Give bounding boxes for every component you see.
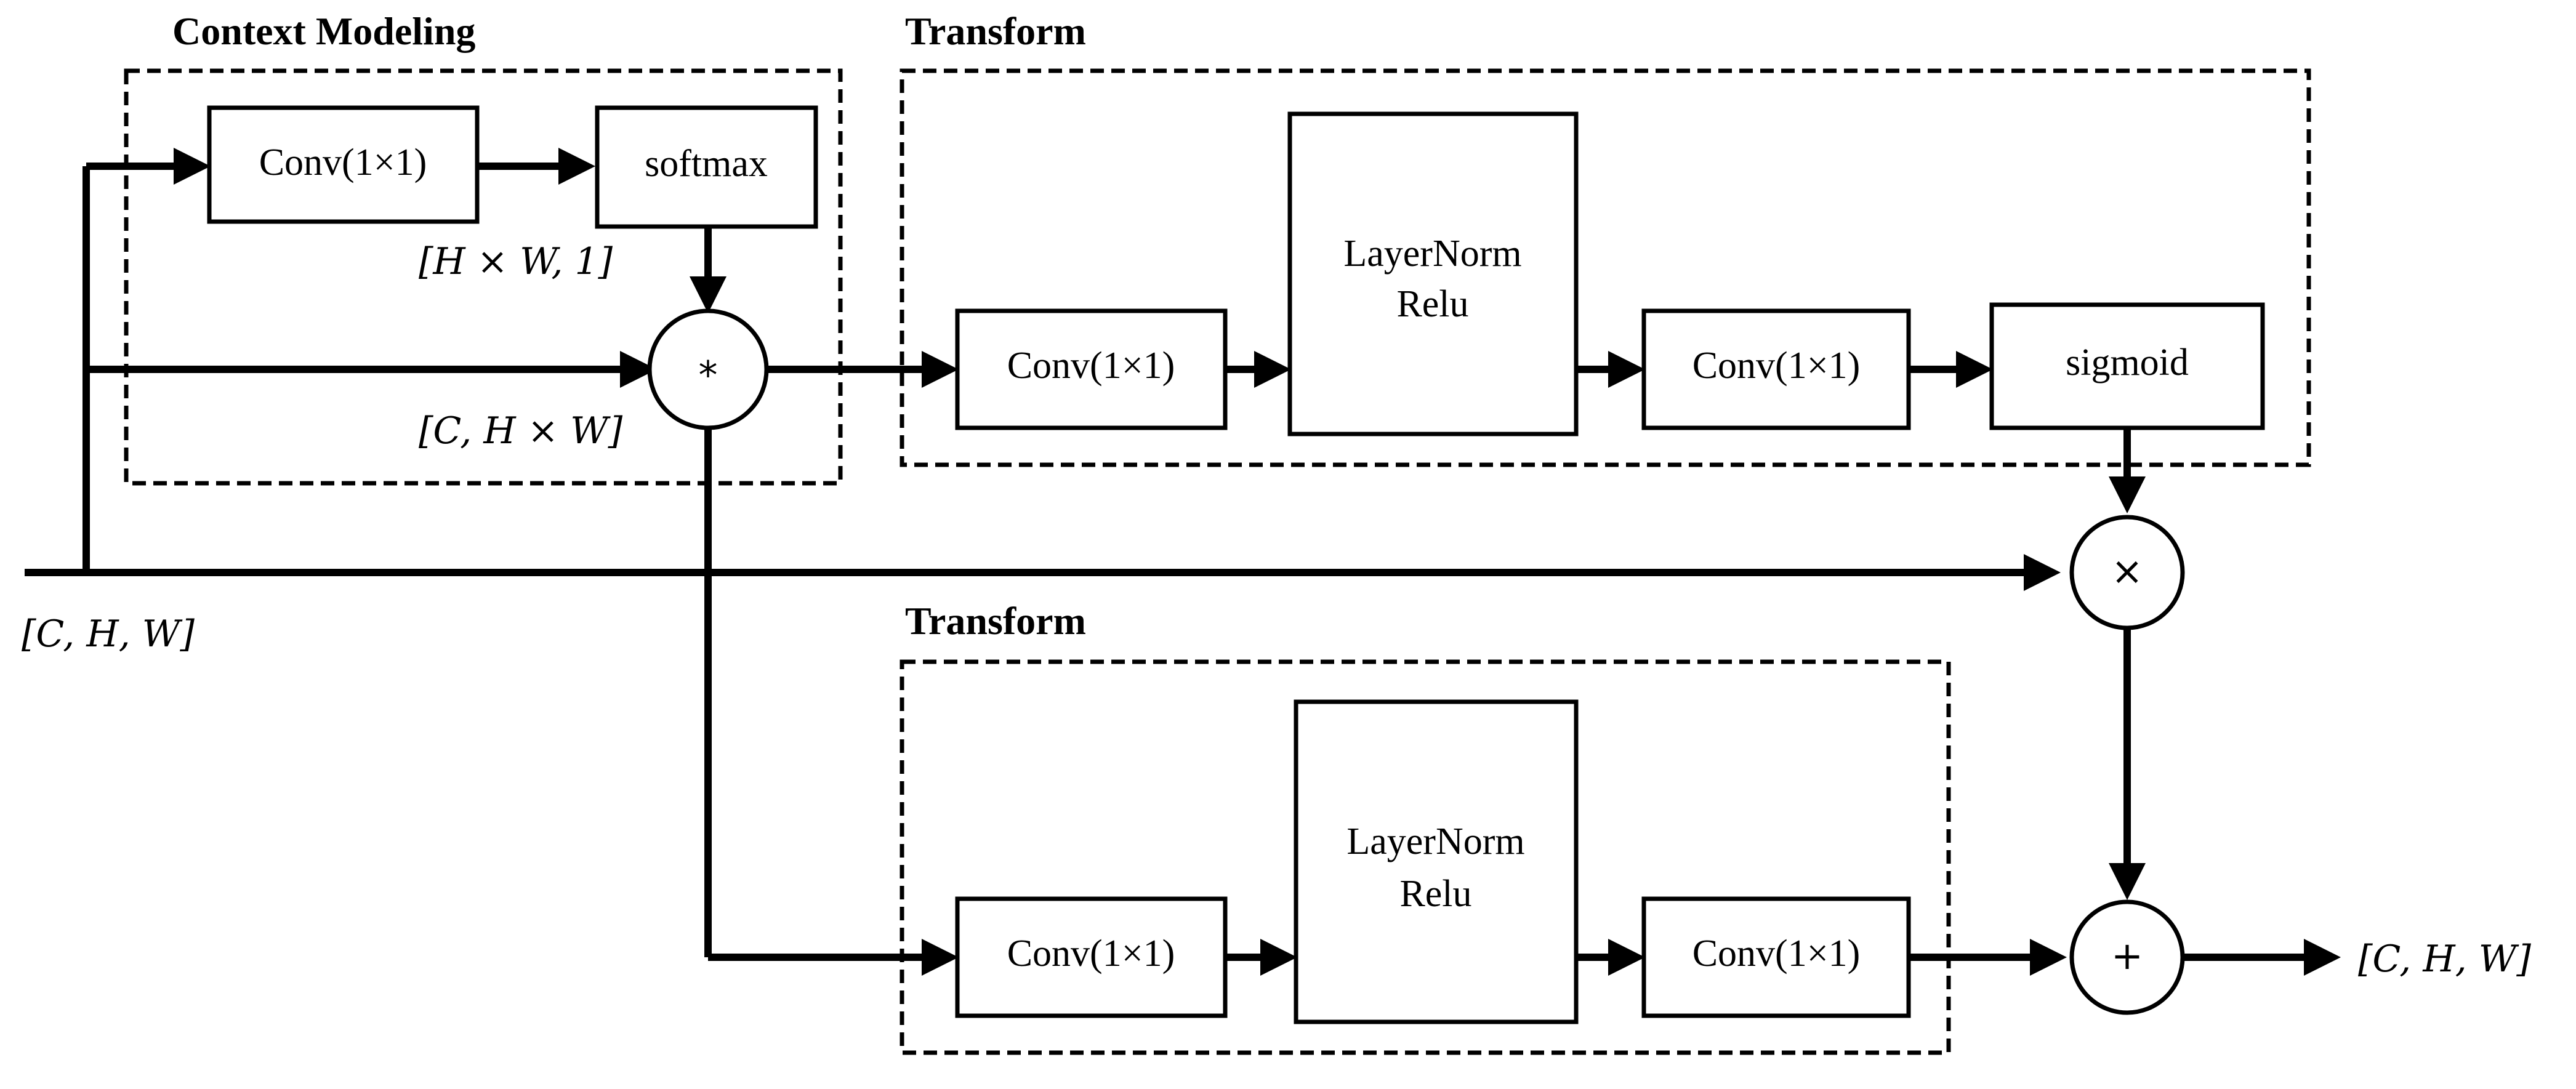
context-modeling-frame [124, 68, 843, 486]
cm-conv-box [207, 105, 480, 224]
t1-conv-b-label: Conv(1×1) [1693, 345, 1861, 387]
softmax-box [595, 105, 818, 229]
matmul-circle [647, 308, 769, 430]
sigmoid-label: sigmoid [2066, 342, 2189, 384]
feature-dim-label: [C, H × W] [419, 409, 623, 452]
matmul-operator: * [647, 308, 769, 430]
output-dim-label: [C, H, W] [2358, 938, 2531, 981]
t1-conv-a-box [955, 308, 1228, 430]
t2-norm-label-2: Relu [1399, 873, 1471, 915]
matmul-symbol: * [699, 353, 718, 398]
transform-top-frame [900, 68, 2311, 467]
connections [25, 148, 2341, 976]
t2-conv-b-label: Conv(1×1) [1693, 933, 1861, 974]
t1-conv-b-box [1641, 308, 1911, 430]
t2-norm-box [1294, 699, 1579, 1024]
t2-norm-block: LayerNorm Relu [1294, 699, 1579, 1024]
softmax-block: softmax [595, 105, 818, 229]
t1-conv-a-label: Conv(1×1) [1007, 345, 1175, 387]
transform-top-title: Transform [905, 9, 1086, 53]
multiply-operator: × [2069, 515, 2185, 630]
t1-norm-label-1: LayerNorm [1343, 233, 1521, 275]
t2-norm-label-1: LayerNorm [1346, 821, 1524, 862]
sigmoid-box [1989, 302, 2265, 430]
t1-norm-box [1287, 111, 1579, 436]
transform-bottom-frame [900, 659, 1951, 1055]
input-dim-label: [C, H, W] [22, 613, 195, 656]
add-operator: + [2069, 899, 2185, 1015]
cm-conv-label: Conv(1×1) [259, 142, 427, 183]
context-modeling-title: Context Modeling [172, 9, 475, 53]
transform-bottom-title: Transform [905, 599, 1086, 643]
t2-conv-b-block: Conv(1×1) [1641, 896, 1911, 1018]
t2-conv-a-block: Conv(1×1) [955, 896, 1228, 1018]
t1-norm-block: LayerNorm Relu [1287, 111, 1579, 436]
multiply-circle [2069, 515, 2185, 630]
t1-conv-a-block: Conv(1×1) [955, 308, 1228, 430]
add-circle [2069, 899, 2185, 1015]
t2-conv-b-box [1641, 896, 1911, 1018]
t1-norm-label-2: Relu [1396, 283, 1468, 325]
t1-conv-b-block: Conv(1×1) [1641, 308, 1911, 430]
cm-conv-block: Conv(1×1) [207, 105, 480, 224]
add-symbol: + [2111, 933, 2143, 978]
t2-conv-a-label: Conv(1×1) [1007, 933, 1175, 974]
softmax-dim-label: [H × W, 1] [419, 240, 613, 283]
multiply-symbol: × [2111, 549, 2143, 593]
softmax-label: softmax [645, 143, 768, 185]
sigmoid-block: sigmoid [1989, 302, 2265, 430]
t2-conv-a-box [955, 896, 1228, 1018]
